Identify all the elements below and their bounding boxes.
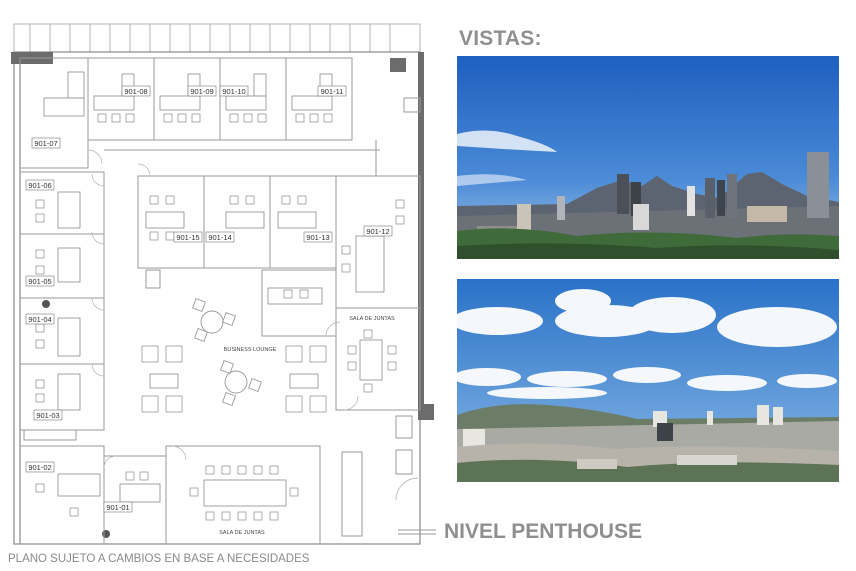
vistas-heading: VISTAS: [459, 27, 542, 50]
svg-text:901-09: 901-09 [190, 87, 213, 96]
svg-text:901-08: 901-08 [124, 87, 147, 96]
office-label-901-11: 901-11 [317, 85, 347, 97]
office-label-901-05: 901-05 [25, 275, 55, 287]
svg-text:901-15: 901-15 [176, 233, 199, 242]
svg-text:901-12: 901-12 [366, 227, 389, 236]
office-label-901-13: 901-13 [303, 231, 333, 243]
svg-text:901-05: 901-05 [28, 277, 51, 286]
office-label-901-12: 901-12 [363, 225, 393, 237]
office-label-901-08: 901-08 [121, 85, 151, 97]
svg-text:901-14: 901-14 [208, 233, 231, 242]
plan-disclaimer: PLANO SUJETO A CAMBIOS EN BASE A NECESID… [8, 553, 310, 565]
svg-text:901-06: 901-06 [28, 181, 51, 190]
svg-text:901-07: 901-07 [34, 139, 57, 148]
city-view-photo-bottom [457, 279, 839, 482]
svg-text:901-11: 901-11 [321, 87, 344, 96]
level-title: NIVEL PENTHOUSE [444, 520, 642, 543]
svg-text:901-04: 901-04 [28, 315, 51, 324]
office-label-901-02: 901-02 [25, 461, 55, 473]
city-view-photo-top [457, 56, 839, 259]
office-label-901-07: 901-07 [31, 137, 61, 149]
office-label-901-03: 901-03 [33, 409, 63, 421]
floor-plan: 901-08 901-09 901-10 901-11 901-07 901-0… [0, 0, 440, 548]
svg-text:901-03: 901-03 [36, 411, 59, 420]
svg-text:901-02: 901-02 [28, 463, 51, 472]
business-lounge-label: BUSINESS LOUNGE [224, 347, 277, 353]
svg-text:901-01: 901-01 [106, 503, 129, 512]
sala-de-juntas-bottom-label: SALA DE JUNTAS [219, 530, 265, 536]
svg-text:901-13: 901-13 [306, 233, 329, 242]
sala-de-juntas-right-label: SALA DE JUNTAS [349, 316, 395, 322]
office-label-901-15: 901-15 [173, 231, 203, 243]
office-label-901-09: 901-09 [187, 85, 217, 97]
svg-text:901-10: 901-10 [222, 87, 245, 96]
office-label-901-14: 901-14 [205, 231, 235, 243]
office-label-901-01: 901-01 [103, 501, 133, 513]
office-label-901-10: 901-10 [219, 85, 249, 97]
office-label-901-04: 901-04 [25, 313, 55, 325]
office-label-901-06: 901-06 [25, 179, 55, 191]
